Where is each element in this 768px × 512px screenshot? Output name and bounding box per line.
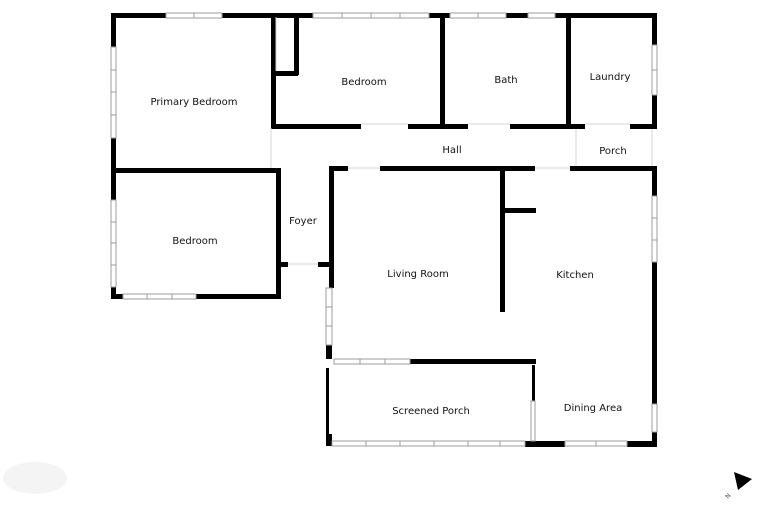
room-label-dining-area: Dining Area (564, 403, 622, 414)
openings (270, 17, 653, 265)
room-label-bath: Bath (494, 75, 517, 86)
room-label-kitchen: Kitchen (556, 270, 594, 281)
room-label-living-room: Living Room (387, 269, 448, 280)
room-label-laundry: Laundry (590, 72, 631, 83)
watermark-shape (3, 462, 67, 494)
room-label-hall: Hall (442, 145, 461, 156)
room-labels: Primary Bedroom Bedroom Bath Laundry Hal… (150, 72, 630, 417)
room-label-primary-bedroom: Primary Bedroom (150, 97, 237, 108)
compass: N (724, 472, 752, 500)
north-label: N (724, 492, 732, 500)
walls (111, 13, 657, 447)
room-label-bedroom-west: Bedroom (172, 236, 217, 247)
north-arrow-icon (734, 472, 752, 490)
room-label-screened-porch: Screened Porch (392, 406, 470, 417)
windows (110, 12, 658, 447)
room-label-foyer: Foyer (289, 216, 318, 227)
room-label-bedroom-north: Bedroom (341, 77, 386, 88)
room-label-porch: Porch (599, 146, 627, 157)
